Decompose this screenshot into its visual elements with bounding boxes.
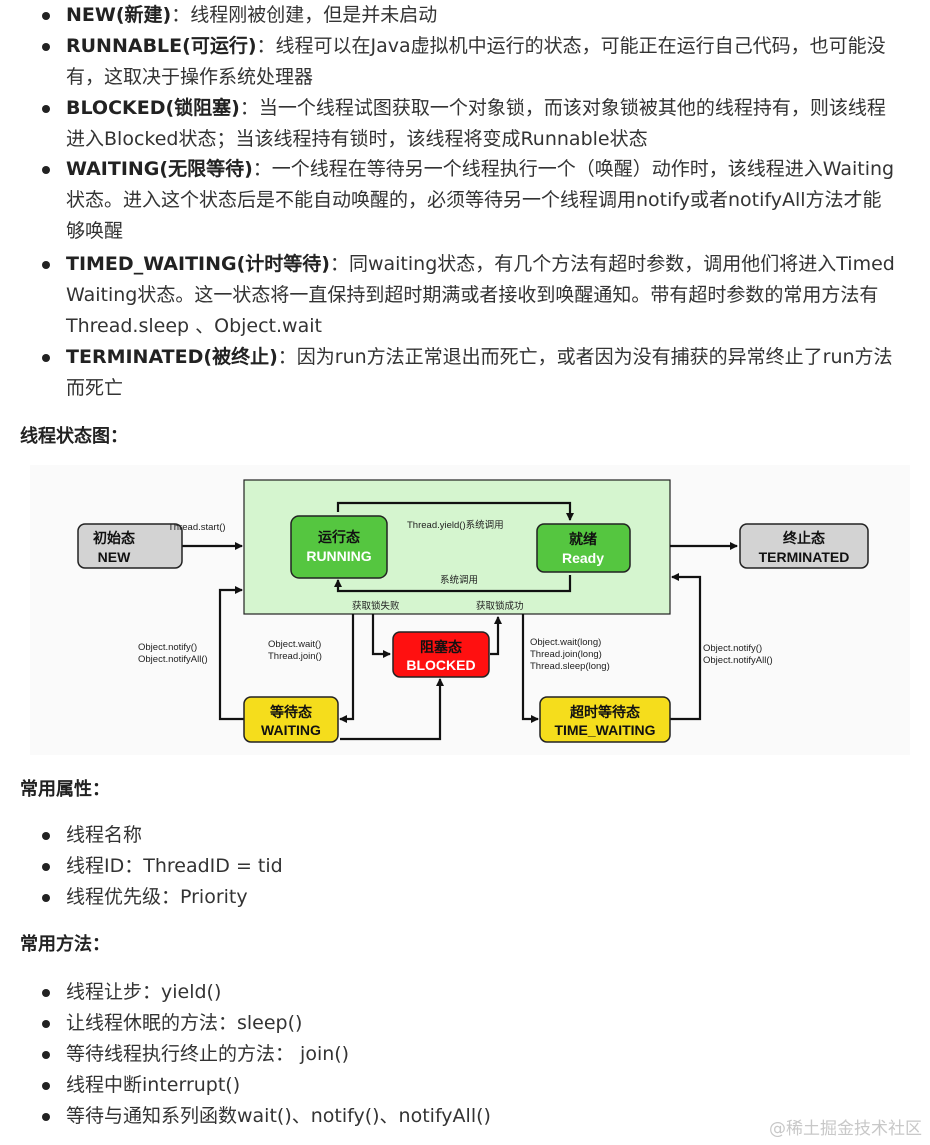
state-name: RUNNABLE(可运行) [66,35,257,57]
node-blocked: 阻塞态 BLOCKED [392,631,490,678]
label-wait-2: Thread.join() [268,651,322,662]
bullet [42,1082,50,1090]
bullet [42,1051,50,1059]
bullet [42,43,50,51]
label-notify-left-1: Object.notify() [138,642,197,653]
state-desc: ：同waiting状态，有几个方法有超时参数，调用他们将进入Timed [329,253,895,275]
label-lock-fail: 获取锁失败 [352,600,400,612]
state-name: TIMED_WAITING(计时等待) [66,253,330,275]
list-item: 线程名称 [66,824,143,846]
state-desc: ：因为run方法正常退出而死亡，或者因为没有捕获的异常终止了run方法 [277,346,893,368]
thread-state-diagram: 初始态 NEW 运行态 RUNNING 就绪 Ready 终止态 TERMINA… [30,465,910,755]
state-desc: ：当一个线程试图获取一个对象锁，而该对象锁被其他的线程持有，则该线程 [239,97,886,119]
state-desc: 有，这取决于操作系统处理器 [66,66,314,88]
edge-yield [336,501,574,521]
label-notify-right-1: Object.notify() [703,643,762,654]
edge-notify-right [670,573,702,721]
label-wait-1: Object.wait() [268,639,321,650]
bullet [42,166,50,174]
label-yield: Thread.yield()系统调用 [407,519,504,531]
node-timed-waiting-title: 超时等待态 [569,704,640,720]
node-terminated: 终止态 TERMINATED [739,523,869,569]
bullet [42,261,50,269]
list-item: 等待与通知系列函数wait()、notify()、notifyAll() [66,1105,491,1127]
node-new: 初始态 NEW [77,523,183,569]
list-item: 让线程休眠的方法：sleep() [66,1012,303,1034]
state-name: WAITING(无限等待) [66,158,253,180]
bullet [42,894,50,902]
list-item: 线程让步：yield() [66,981,222,1003]
node-ready-subtitle: Ready [562,550,604,566]
node-new-title: 初始态 [93,530,135,546]
list-item: 等待线程执行终止的方法： join() [66,1043,350,1065]
node-timed-waiting: 超时等待态 TIME_WAITING [539,696,671,743]
state-desc: 进入Blocked状态；当该线程持有锁时，该线程将变成Runnable状态 [66,128,648,150]
bullet [42,832,50,840]
node-timed-waiting-subtitle: TIME_WAITING [554,722,655,738]
state-desc: 状态。进入这个状态后是不能自动唤醒的，必须等待另一个线程调用notify或者no… [66,189,882,211]
edge-waiting-blocked [340,678,444,741]
state-desc: Thread.sleep 、Object.wait [66,315,322,337]
state-desc: 够唤醒 [66,220,124,242]
edge-notify-left [218,586,244,721]
edge-lock-fail [371,614,391,658]
node-ready: 就绪 Ready [536,523,631,573]
state-name: NEW(新建) [66,4,172,26]
watermark: @稀土掘金技术社区 [769,1119,922,1139]
state-desc: 而死亡 [66,377,124,399]
edge-lock-success [490,616,502,656]
state-item-waiting: WAITING(无限等待)：一个线程在等待另一个线程执行一个（唤醒）动作时，该线… [66,154,906,247]
state-item-runnable: RUNNABLE(可运行)：线程可以在Java虚拟机中运行的状态，可能正在运行自… [66,31,906,93]
attributes-heading: 常用属性： [20,779,110,800]
node-terminated-subtitle: TERMINATED [759,549,850,565]
node-blocked-subtitle: BLOCKED [406,657,475,673]
node-running: 运行态 RUNNING [290,515,388,579]
label-start: Thread.start() [168,522,226,533]
edge-wait [339,614,355,723]
state-item-blocked: BLOCKED(锁阻塞)：当一个线程试图获取一个对象锁，而该对象锁被其他的线程持… [66,93,906,155]
label-notify-left-2: Object.notifyAll() [138,654,208,665]
bullet [42,1020,50,1028]
label-syscall: 系统调用 [440,574,478,586]
node-waiting: 等待态 WAITING [243,696,339,743]
node-blocked-title: 阻塞态 [420,639,462,655]
label-timed-3: Thread.sleep(long) [530,661,610,672]
methods-heading: 常用方法： [20,934,110,955]
state-name: TERMINATED(被终止) [66,346,278,368]
state-desc: ：一个线程在等待另一个线程执行一个（唤醒）动作时，该线程进入Waiting [252,158,895,180]
node-terminated-title: 终止态 [783,530,825,546]
state-desc: ：线程刚被创建，但是并未启动 [171,4,438,26]
state-desc: ：线程可以在Java虚拟机中运行的状态，可能正在运行自己代码，也可能没 [256,35,886,57]
state-name: BLOCKED(锁阻塞) [66,97,240,119]
label-notify-right-2: Object.notifyAll() [703,655,773,666]
node-running-title: 运行态 [318,529,360,545]
bullet [42,12,50,20]
state-desc: Waiting状态。这一状态将一直保持到超时期满或者接收到唤醒通知。带有超时参数… [66,284,879,306]
state-item-terminated: TERMINATED(被终止)：因为run方法正常退出而死亡，或者因为没有捕获的… [66,342,906,404]
bullet [42,989,50,997]
bullet [42,354,50,362]
bullet [42,863,50,871]
bullet [42,105,50,113]
edge-syscall [334,575,572,593]
node-running-subtitle: RUNNING [306,548,371,564]
node-ready-title: 就绪 [569,531,597,547]
bullet [42,1113,50,1121]
state-item-timed-waiting: TIMED_WAITING(计时等待)：同waiting状态，有几个方法有超时参… [66,249,906,342]
list-item: 线程ID：ThreadID = tid [66,855,283,877]
node-waiting-title: 等待态 [270,704,312,720]
label-timed-1: Object.wait(long) [530,637,601,648]
edge-timed-wait [521,614,539,723]
label-lock-success: 获取锁成功 [476,600,524,612]
list-item: 线程中断interrupt() [66,1074,241,1096]
node-waiting-subtitle: WAITING [261,722,321,738]
state-item-new: NEW(新建)：线程刚被创建，但是并未启动 [66,0,906,31]
diagram-heading: 线程状态图： [20,426,128,447]
label-timed-2: Thread.join(long) [530,649,602,660]
list-item: 线程优先级：Priority [66,886,248,908]
node-new-subtitle: NEW [98,549,131,565]
